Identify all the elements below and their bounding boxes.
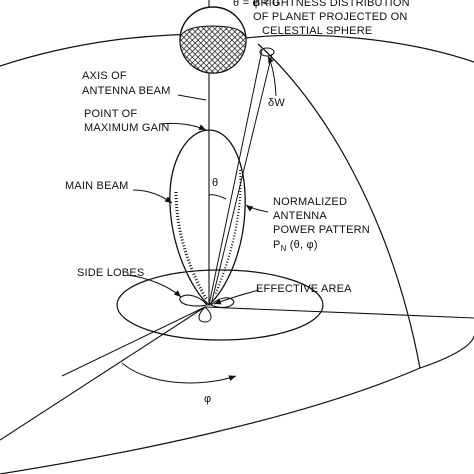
pattern-pointer bbox=[245, 204, 269, 213]
pattern-subscript: N bbox=[281, 244, 287, 253]
theta-angle-arc bbox=[208, 194, 227, 200]
pattern-label-formula: PN (θ, φ) bbox=[273, 239, 318, 253]
effective-area-pointer bbox=[213, 289, 260, 305]
axis-label-pointer bbox=[177, 94, 207, 101]
effective-area-label: EFFECTIVE AREA bbox=[256, 283, 352, 295]
solid-angle-label: δW bbox=[268, 97, 285, 109]
source-direction-line-2 bbox=[210, 53, 273, 306]
source-direction-line bbox=[208, 49, 263, 306]
max-gain-pointer bbox=[159, 122, 207, 131]
celestial-sphere-meridian bbox=[257, 43, 421, 369]
pattern-symbol: P bbox=[273, 239, 281, 251]
phi-reference-line bbox=[0, 306, 206, 441]
theta-label: θ bbox=[212, 177, 218, 189]
pattern-label-line2: ANTENNA bbox=[273, 210, 327, 222]
main-beam-label: MAIN BEAM bbox=[65, 180, 129, 192]
solid-angle-pointer bbox=[267, 55, 277, 97]
main-beam-shading-right bbox=[214, 169, 242, 296]
main-beam-lobe bbox=[169, 129, 246, 306]
pattern-args: (θ, φ) bbox=[287, 239, 318, 251]
effective-area-ellipse bbox=[116, 269, 324, 341]
projected-direction-line bbox=[61, 306, 206, 377]
pattern-label-line1: NORMALIZED bbox=[273, 196, 347, 208]
celestial-sphere-lower-arc bbox=[0, 367, 421, 474]
solid-angle-element bbox=[259, 47, 275, 57]
phi-angle-arc bbox=[121, 362, 237, 384]
axis-label-line2: ANTENNA BEAM bbox=[82, 85, 171, 97]
main-beam-pointer bbox=[132, 189, 173, 204]
pattern-label-line3: POWER PATTERN bbox=[273, 224, 370, 236]
main-beam-shading bbox=[174, 191, 209, 301]
max-gain-label-line1: POINT OF bbox=[84, 108, 137, 120]
side-lobes-pointer bbox=[126, 274, 182, 298]
horizon-plane-edge bbox=[204, 306, 474, 319]
phi-label: φ bbox=[204, 393, 211, 405]
max-gain-label-line2: MAXIMUM GAIN bbox=[84, 122, 170, 134]
planet-hatched-region bbox=[179, 25, 247, 74]
celestial-sphere-right-arc bbox=[244, 34, 474, 63]
side-lobe-left bbox=[179, 294, 208, 307]
side-lobes-label: SIDE LOBES bbox=[77, 267, 144, 279]
horizon-plane-arc bbox=[419, 335, 474, 369]
axis-label-line1: AXIS OF bbox=[82, 70, 127, 82]
angle-origin-label: θ = φ = 0 bbox=[233, 0, 279, 9]
side-lobe-lower bbox=[198, 306, 212, 323]
brightness-label-line3: CELESTIAL SPHERE bbox=[262, 25, 372, 37]
brightness-label-line1: BRIGHTNESS DISTRIBUTION bbox=[253, 0, 410, 9]
brightness-label-line2: OF PLANET PROJECTED ON bbox=[253, 11, 408, 23]
